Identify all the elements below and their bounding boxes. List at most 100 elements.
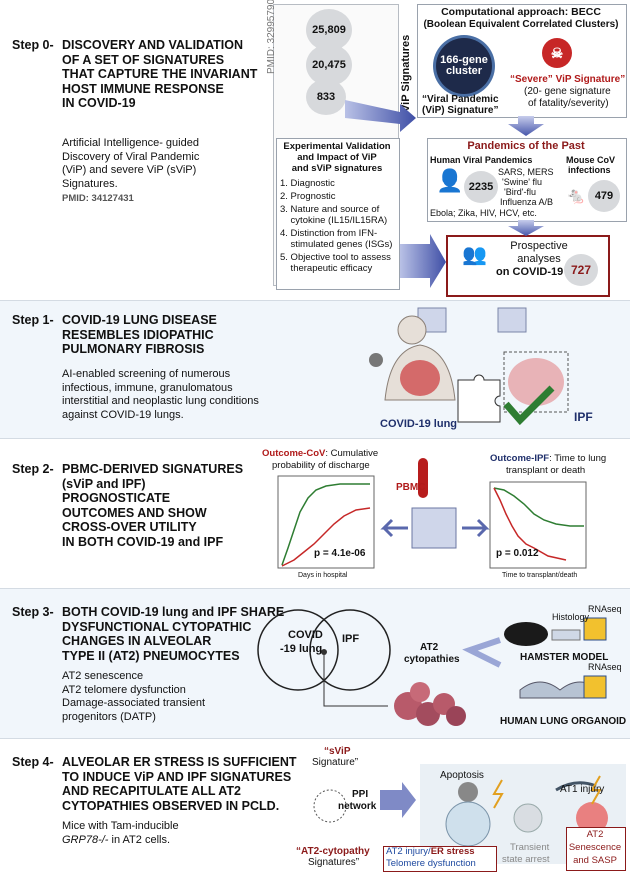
- ipf-chart-title-2: transplant or death: [506, 465, 586, 476]
- exp-item: 3. Nature and source of: [280, 204, 380, 215]
- covid-lung-label: COVID-19 lung: [380, 418, 458, 430]
- ppi-network-icon: [313, 789, 347, 823]
- venn-ipf-circle: [309, 609, 391, 691]
- mouse-title-1: Mouse CoV: [566, 155, 616, 165]
- human-count: 2235: [464, 171, 498, 203]
- ipf-km-green: [493, 487, 584, 527]
- virus-list-item: 'Bird'-flu: [504, 187, 536, 197]
- prospective-line1: Prospective: [510, 240, 568, 252]
- transient-label-2: state arrest: [502, 854, 550, 865]
- rnaseq-label: RNAseq: [588, 604, 622, 614]
- arrow-to-prospective: [400, 234, 446, 288]
- at2-cell-icon: [445, 801, 491, 847]
- venn-left-1: COVID: [288, 629, 323, 641]
- cluster-badge: 166-gene cluster: [436, 38, 492, 94]
- step1-label: Step 1-: [12, 313, 54, 327]
- step1-description: AI-enabled screening of numerous infecti…: [62, 368, 259, 421]
- ppi-label-1: PPI: [352, 789, 369, 800]
- venn-left-2: -19 lung: [280, 643, 323, 655]
- couple-icon: 👥: [462, 244, 487, 266]
- divider: [0, 738, 630, 739]
- cov-km-green: [281, 483, 370, 566]
- ipf-km-red: [493, 487, 567, 561]
- senescence-label-1: AT2: [586, 829, 604, 840]
- at2-injury-text: AT2 injury/: [386, 846, 431, 857]
- step0-heading: Step 0- DISCOVERY AND VALIDATION OF A SE…: [12, 38, 272, 118]
- ipf-label: IPF: [574, 410, 593, 424]
- lightning-icon: [492, 779, 504, 809]
- cov-title-rest: : Cumulative: [325, 448, 379, 459]
- arrow-becc-down: [508, 116, 544, 136]
- exp-item: 2. Prognostic: [280, 191, 336, 202]
- transient-cell-icon: [513, 803, 543, 833]
- step4-label: Step 4-: [12, 755, 54, 769]
- mouse-count: 479: [588, 180, 620, 212]
- heatmap-icon: [497, 307, 527, 333]
- severe-signature-line2: (20- gene signature: [524, 86, 611, 97]
- at2cyto-label-1: “AT2-cytopathy: [296, 846, 370, 857]
- exp-title-3: and sViP signatures: [291, 163, 383, 174]
- transient-label-1: Transient: [510, 842, 550, 853]
- exp-item: 1. Diagnostic: [280, 178, 335, 189]
- ipf-title-rest: : Time to lung: [549, 453, 607, 464]
- senescent-cell-icon: [576, 802, 608, 834]
- becc-subtitle: (Boolean Equivalent Correlated Clusters): [423, 19, 619, 30]
- slide-icon: [551, 629, 581, 641]
- at2-injury-box: [383, 846, 497, 872]
- telomere-text: Telomere dysfunction: [386, 858, 476, 869]
- rnaseq-heatmap-icon: [583, 675, 607, 699]
- ipf-box: [503, 351, 569, 413]
- step3-heading: Step 3- BOTH COVID-19 lung and IPF SHARE…: [12, 605, 284, 665]
- ppi-label-2: network: [338, 801, 377, 812]
- prospective-count: 727: [564, 254, 598, 286]
- exp-title-2: and Impact of ViP: [297, 152, 377, 163]
- step0-description: Artificial Intelligence- guided Discover…: [62, 137, 200, 190]
- ipf-xlabel: Time to transplant/death: [502, 572, 578, 579]
- ipf-pvalue: p = 0.012: [496, 548, 539, 559]
- pbmc-tube-icon: [418, 458, 428, 498]
- pbmc-label: PBMC: [396, 482, 426, 493]
- er-stress-text: ER stress: [430, 846, 475, 857]
- divider: [0, 588, 630, 589]
- step3-label: Step 3-: [12, 605, 54, 619]
- count-mouse: 833: [306, 79, 346, 115]
- exp-title-1: Experimental Validation: [283, 141, 391, 152]
- hamster-icon: [504, 622, 548, 646]
- ipf-km-plot: [489, 481, 587, 569]
- person-head-icon: [397, 315, 427, 345]
- senescence-label-2: Senescence: [568, 842, 622, 853]
- divider: [0, 300, 630, 301]
- step3-title: BOTH COVID-19 lung and IPF SHARE DYSFUNC…: [62, 605, 285, 663]
- cov-km-plot: [277, 475, 375, 569]
- severe-signature-line1: “Severe” ViP Signature”: [510, 74, 626, 85]
- puzzle-icon: [457, 374, 501, 423]
- step3-description: AT2 senescence AT2 telomere dysfunction …: [62, 670, 206, 723]
- exp-item: 5. Objective tool to assess: [280, 252, 391, 263]
- human-title: Human Viral Pandemics: [430, 155, 533, 165]
- apoptosis-cell-icon: [458, 782, 478, 802]
- at2cyto-label-2: Signatures”: [308, 857, 360, 868]
- cov-km-red: [281, 507, 371, 567]
- step4-title: ALVEOLAR ER STRESS IS SUFFICIENT TO INDU…: [62, 755, 297, 813]
- arrow-branch-icon: [462, 637, 502, 668]
- hamster-label: HAMSTER MODEL: [520, 652, 609, 663]
- arrow-left-icon: [380, 518, 408, 538]
- svip-label-1: “sViP: [324, 746, 351, 757]
- divider: [0, 438, 630, 439]
- step4-desc-2: GRP78-/- in AT2 cells.: [62, 834, 170, 848]
- step4-heading: Step 4- ALVEOLAR ER STRESS IS SUFFICIENT…: [12, 755, 302, 815]
- at2-injury-line: AT2 injury/ER stress: [386, 846, 475, 857]
- cov-title-bold: Outcome-CoV: [262, 448, 326, 459]
- cov-chart-title: Outcome-CoV: Cumulative: [262, 448, 378, 459]
- arrow-right-icon: [462, 518, 490, 538]
- past-title: Pandemics of the Past: [467, 140, 585, 152]
- senescence-label-3: and SASP: [573, 855, 617, 866]
- venn-covid-circle: [257, 609, 339, 691]
- cov-chart-title-2: probability of discharge: [272, 460, 370, 471]
- step1-heading: Step 1- COVID-19 LUNG DISEASE RESEMBLES …: [12, 313, 272, 363]
- apoptosis-label: Apoptosis: [440, 770, 484, 781]
- cov-xlabel: Days in hospital: [298, 572, 348, 579]
